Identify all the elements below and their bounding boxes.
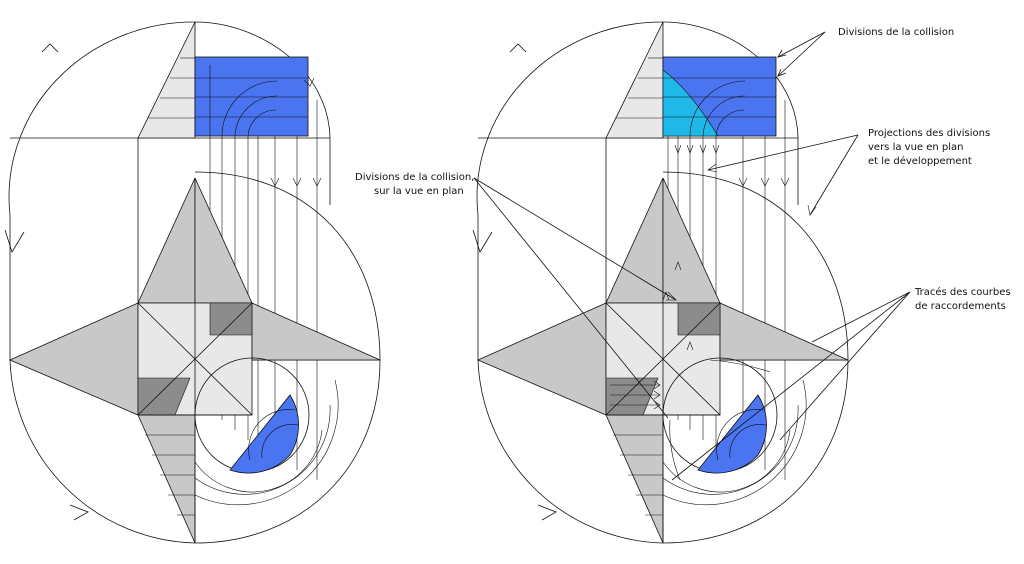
- labels: Divisions de la collision Divisions de l…: [355, 27, 1011, 312]
- leader-lines: [473, 31, 911, 481]
- left-panel: [4, 21, 381, 544]
- label-projections-1: Projections des divisions: [868, 128, 990, 139]
- label-divisions-collision: Divisions de la collision: [838, 27, 954, 38]
- label-traces-2: de raccordements: [915, 301, 1006, 312]
- collision-plan: [229, 394, 299, 474]
- label-divisions-plan-2: sur la vue en plan: [374, 186, 464, 197]
- elevation-cone: [137, 21, 196, 139]
- label-projections-3: et le développement: [868, 155, 972, 167]
- label-divisions-plan-1: Divisions de la collision,: [355, 172, 474, 183]
- label-traces-1: Tracés des courbes: [914, 286, 1011, 298]
- right-panel: [472, 21, 849, 544]
- collision-rect: [194, 56, 309, 137]
- outer-development-arc: [8, 21, 196, 544]
- label-projections-2: vers la vue en plan: [868, 142, 964, 153]
